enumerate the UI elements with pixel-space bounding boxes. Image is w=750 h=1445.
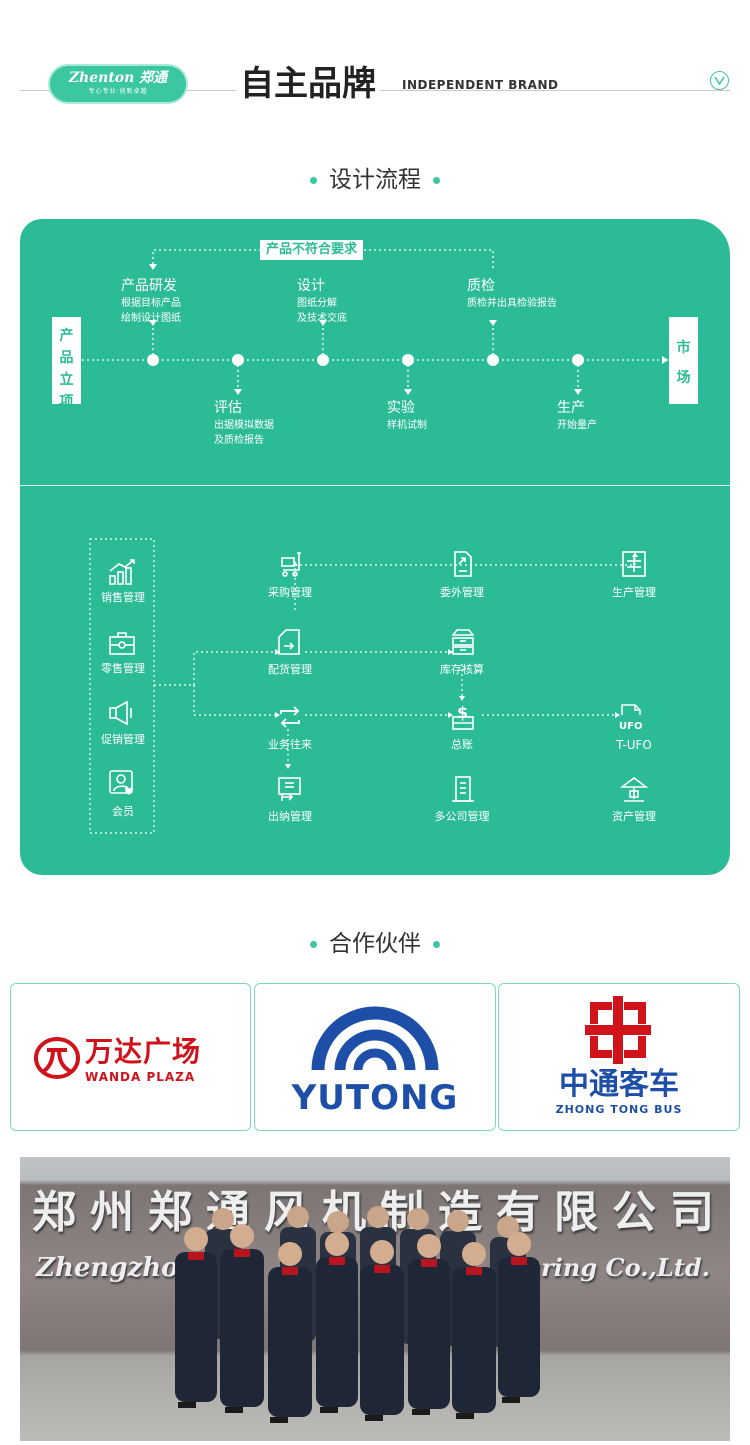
logo-slogan: 专心专业·创新卓越	[88, 88, 148, 95]
flow-node	[317, 354, 329, 366]
zhongtong-cn: 中通客车	[559, 1067, 679, 1102]
module-label: 出纳管理	[268, 810, 312, 823]
svg-text:UFO: UFO	[619, 721, 642, 731]
module-label: 生产管理	[612, 586, 656, 599]
design-panel: 产品立项 市场 产品不符合要求 产品研发 根据目标产品 绘制设计图纸 设计 图纸…	[20, 219, 730, 875]
member-icon	[107, 769, 137, 797]
flow-node	[572, 354, 584, 366]
page-title-en: INDEPENDENT BRAND	[402, 78, 559, 92]
title-dot-left	[310, 177, 317, 184]
briefcase-icon	[107, 629, 137, 657]
start-box: 产品立项	[52, 317, 81, 410]
title-dot-left	[310, 941, 317, 948]
flow-node	[232, 354, 244, 366]
module-label: 资产管理	[612, 810, 656, 823]
section-title-design: 设计流程	[0, 160, 750, 194]
step-desc: 出据模拟数据	[214, 420, 274, 431]
module-label: 总账	[451, 738, 473, 751]
module-label: 委外管理	[440, 586, 484, 599]
module-label: T-UFO	[616, 738, 652, 752]
megaphone-icon	[107, 699, 137, 727]
inventory-icon	[448, 628, 478, 656]
cart-icon	[275, 550, 305, 578]
step-desc: 及质检报告	[214, 435, 264, 446]
module-label: 会员	[112, 805, 134, 818]
zhongtong-en: ZHONG TONG BUS	[555, 1103, 683, 1116]
flow-lines	[82, 249, 668, 395]
step-desc: 质检并出具检验报告	[467, 298, 557, 309]
yutong-en: YUTONG	[291, 1078, 459, 1118]
module-label: 业务往来	[268, 738, 312, 751]
sign-en-left: Zhengzho	[36, 1253, 179, 1283]
ufo-icon: UFO	[619, 703, 649, 732]
partner-card-zhongtong[interactable]: 中通客车 ZHONG TONG BUS	[498, 983, 740, 1131]
panel-divider	[20, 485, 730, 486]
step-title: 质检	[467, 278, 495, 294]
step-desc: 开始量产	[557, 420, 597, 431]
module-label: 销售管理	[101, 591, 145, 604]
chevron-down-icon[interactable]	[710, 71, 729, 90]
team-group	[175, 1206, 540, 1423]
module-label: 采购管理	[268, 586, 312, 599]
step-title: 评估	[214, 400, 242, 416]
building-icon	[448, 775, 478, 803]
flow-node	[487, 354, 499, 366]
distribution-icon	[275, 628, 305, 656]
logo-text: Zhenton 郑通	[68, 70, 168, 86]
zhongtong-logo-icon	[585, 996, 651, 1064]
section-title-partners: 合作伙伴	[0, 924, 750, 958]
brand-logo: Zhenton 郑通 专心专业·创新卓越	[50, 66, 186, 102]
step-desc: 绘制设计图纸	[121, 313, 181, 324]
step-title: 生产	[557, 400, 585, 416]
exchange-icon	[275, 703, 305, 731]
title-dot-right	[433, 941, 440, 948]
step-desc: 根据目标产品	[121, 298, 181, 309]
ledger-icon: $	[448, 703, 478, 731]
document-icon	[448, 550, 478, 578]
step-title: 产品研发	[121, 278, 177, 294]
step-title: 设计	[297, 278, 325, 294]
bar-chart-icon	[107, 558, 137, 586]
step-desc: 图纸分解	[297, 298, 337, 309]
module-lines	[89, 538, 638, 834]
module-label: 促销管理	[101, 733, 145, 746]
svg-text:$: $	[457, 703, 468, 722]
module-label: 零售管理	[101, 662, 145, 675]
yutong-logo-icon	[311, 1006, 439, 1071]
asset-icon	[619, 775, 649, 803]
title-dot-right	[433, 177, 440, 184]
partner-card-wanda[interactable]: 万达广场 WANDA PLAZA	[10, 983, 251, 1131]
production-icon	[619, 550, 649, 578]
page-title: 自主品牌	[236, 64, 380, 104]
feedback-label: 产品不符合要求	[260, 240, 364, 260]
wanda-en: WANDA PLAZA	[85, 1070, 196, 1084]
step-desc: 及技术交底	[297, 313, 347, 324]
wanda-logo-icon	[34, 1037, 80, 1079]
end-box: 市场	[669, 317, 698, 404]
partner-card-yutong[interactable]: YUTONG	[254, 983, 496, 1131]
step-title: 实验	[387, 400, 415, 416]
step-desc: 样机试制	[387, 420, 427, 431]
cashier-icon	[275, 775, 305, 803]
wanda-cn: 万达广场	[85, 1035, 202, 1068]
module-label: 库存核算	[440, 663, 484, 676]
company-team-photo: 郑州郑通风机制造有限公司 Zhengzho cturing Co.,Ltd.	[20, 1157, 730, 1441]
flow-node	[147, 354, 159, 366]
module-label: 多公司管理	[434, 810, 490, 823]
flow-node	[402, 354, 414, 366]
module-label: 配货管理	[268, 663, 312, 676]
